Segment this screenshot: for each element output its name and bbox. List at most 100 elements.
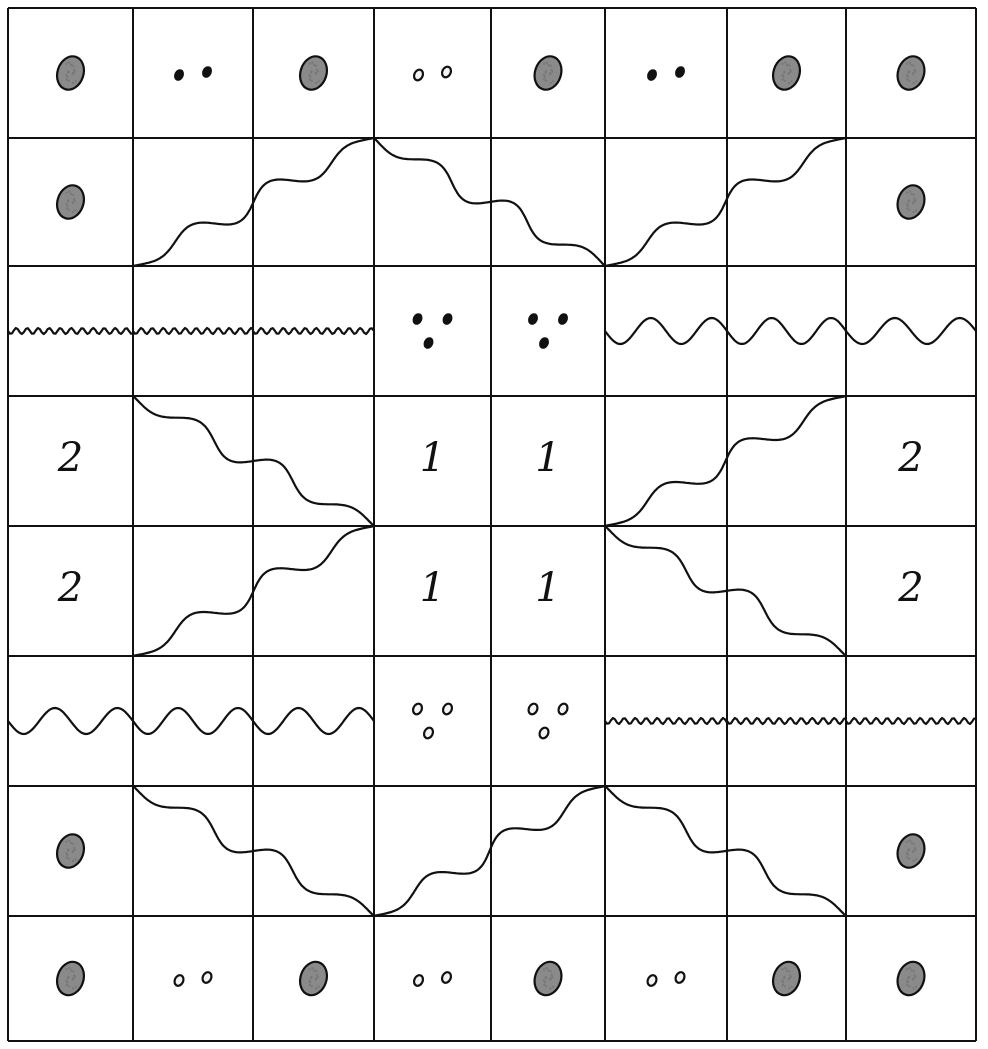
speckled-blob [53, 831, 88, 871]
diagonal-wavy-line [374, 138, 605, 266]
blob-speck [909, 967, 911, 969]
blob-outline [893, 831, 928, 871]
blob-speck [782, 968, 784, 970]
small-dot [412, 68, 424, 82]
blob-speck [912, 73, 914, 75]
blob-speck [309, 63, 311, 65]
blob-speck [66, 841, 68, 843]
grid-cell [605, 318, 727, 344]
blob-speck [783, 976, 785, 978]
grid-cell [769, 958, 804, 998]
blob-speck [906, 203, 908, 205]
blob-speck [549, 987, 551, 989]
dot-triad [527, 312, 569, 350]
grid-cell [53, 958, 88, 998]
blob-speck [545, 70, 547, 72]
small-dot [201, 971, 213, 985]
blob-speck [911, 193, 913, 195]
cell-numeral: 2 [57, 565, 83, 611]
blob-speck [72, 987, 74, 989]
grid-cell [53, 831, 88, 871]
blob-speck [310, 70, 312, 72]
blob-speck [786, 64, 788, 66]
speckled-blob [530, 958, 565, 998]
blob-outline [530, 958, 565, 998]
grid-cell [53, 182, 88, 222]
blob-speck [911, 842, 913, 844]
cell-numeral: 1 [420, 435, 445, 481]
dot-triad [411, 702, 453, 740]
grid-cell [8, 328, 133, 334]
blob-speck [914, 71, 916, 73]
blob-speck [548, 969, 550, 971]
blob-speck [906, 192, 908, 194]
blob-speck [68, 840, 70, 842]
blob-outline [53, 53, 88, 93]
blob-speck [915, 986, 917, 988]
blob-speck [65, 980, 67, 982]
blob-speck [65, 74, 67, 76]
blob-speck [914, 976, 916, 978]
blob-speck [315, 987, 317, 989]
blob-speck [788, 978, 790, 980]
blob-speck [782, 78, 784, 80]
blob-speck [912, 978, 914, 980]
fine-wave-line [846, 718, 976, 724]
small-dot [440, 971, 452, 985]
wave-line [727, 318, 846, 344]
blob-outline [296, 53, 331, 93]
blob-speck [65, 852, 67, 854]
grid-cell: 1 [535, 435, 560, 481]
blob-speck [67, 199, 69, 201]
diagonal-wavy-line [605, 526, 846, 656]
blob-speck [784, 985, 786, 987]
blob-speck [65, 203, 67, 205]
small-dot [201, 65, 213, 79]
speckled-blob [296, 53, 331, 93]
blob-speck [75, 858, 77, 860]
grid-cell [133, 328, 253, 334]
speckled-blob [893, 958, 928, 998]
blob-outline [296, 958, 331, 998]
speckled-blob [53, 958, 88, 998]
blob-speck [911, 64, 913, 66]
diagonal-wavy-line [605, 786, 846, 916]
blob-speck [310, 976, 312, 978]
blob-speck [74, 200, 76, 202]
blob-speck [543, 984, 545, 986]
small-dot [422, 726, 434, 740]
blob-speck [908, 976, 910, 978]
blob-speck [549, 82, 551, 84]
fine-wave-line [8, 328, 133, 334]
blob-speck [908, 199, 910, 201]
blob-speck [72, 194, 74, 196]
blob-speck [74, 849, 76, 851]
blob-speck [72, 851, 74, 853]
blob-speck [72, 65, 74, 67]
blob-speck [311, 80, 313, 82]
blob-outline [769, 53, 804, 93]
blob-speck [313, 969, 315, 971]
blob-speck [906, 74, 908, 76]
small-dot [527, 312, 539, 326]
small-dot [527, 702, 539, 716]
blob-speck [909, 840, 911, 842]
small-dot [440, 65, 452, 79]
blob-speck [783, 70, 785, 72]
blob-speck [791, 986, 793, 988]
blob-outline [769, 958, 804, 998]
wave-line [133, 708, 253, 734]
blob-speck [908, 985, 910, 987]
blob-speck [70, 64, 72, 66]
blob-speck [315, 73, 317, 75]
blob-speck [311, 985, 313, 987]
blob-speck [68, 80, 70, 82]
cell-numeral: 2 [897, 435, 923, 481]
blob-speck [74, 71, 76, 73]
blob-speck [546, 967, 548, 969]
blob-speck [790, 976, 792, 978]
small-dot [646, 974, 658, 988]
blob-speck [906, 984, 908, 986]
blob-speck [914, 200, 916, 202]
